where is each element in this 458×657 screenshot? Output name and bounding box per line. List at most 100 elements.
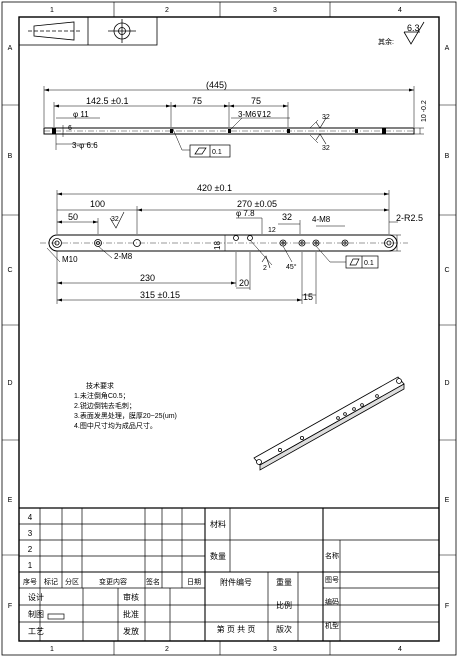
roughness-icon: [109, 211, 125, 229]
isometric-view: [253, 376, 405, 471]
attachment-label: 附件编号: [220, 577, 252, 587]
top-roughness-a: 32: [322, 114, 330, 121]
top-counterbore: 3-φ 6.6: [72, 141, 98, 150]
top-roughness-b: 32: [322, 145, 330, 152]
side-m8: 4-M8: [312, 215, 331, 224]
surface-finish-label: 其余:: [378, 37, 394, 46]
header-date: 日期: [187, 578, 201, 586]
zone-left-b: B: [8, 153, 13, 160]
header-mark: 标记: [44, 577, 58, 586]
check-issue: 发放: [123, 626, 139, 636]
scale-label: 比例: [276, 600, 292, 610]
quantity-label: 数量: [210, 551, 226, 561]
top-thread: 3-M6⊽12: [238, 110, 272, 119]
side-dim-270: 270 ±0.05: [237, 199, 277, 209]
side-dim-100: 100: [90, 199, 105, 209]
surface-finish-value: 6.3: [407, 23, 420, 33]
top-width-dim: 10 -0.2: [421, 100, 428, 122]
zone-left-f: F: [8, 603, 12, 610]
side-h18: 18: [213, 241, 222, 250]
tech-note-4: 4.图中尺寸均为成品尺寸。: [74, 421, 157, 430]
zone-right-d: D: [444, 380, 449, 387]
tech-note-1: 1.未注倒角C0.5；: [74, 391, 130, 400]
top-hole-dia: φ 11: [73, 110, 89, 119]
role-process: 工艺: [28, 627, 44, 636]
side-dim-230: 230: [140, 273, 155, 283]
header-change: 变更内容: [99, 577, 127, 586]
zone-right-f: F: [445, 603, 449, 610]
zone-left-a: A: [8, 45, 13, 52]
side-dim-50: 50: [68, 212, 78, 222]
top-dim-142: 142.5 ±0.1: [86, 96, 128, 106]
tech-note-2: 2.锐边倒钝去毛刺；: [74, 401, 136, 410]
side-view: 420 ±0.1 100 270 ±0.05 50 32 2-R2.5 4-M8…: [40, 183, 423, 304]
rev-row-3: 3: [28, 529, 33, 538]
name-label: 名称: [325, 551, 339, 560]
zone-bottom-4: 4: [398, 646, 402, 653]
role-design: 设计: [28, 592, 44, 602]
surface-finish-icon: [403, 21, 425, 45]
side-d8: φ 7.8: [236, 209, 255, 218]
side-overall-dim: 420 ±0.1: [197, 183, 232, 193]
side-m10: M10: [62, 255, 78, 264]
zone-right-e: E: [445, 497, 450, 504]
zone-bottom-3: 3: [273, 646, 277, 653]
top-height-dim: 6: [68, 125, 72, 132]
zone-bottom-2: 2: [165, 646, 169, 653]
zone-top-3: 3: [273, 7, 277, 14]
side-d32: 32: [282, 212, 292, 222]
version-label: 版次: [276, 624, 292, 634]
unit-label: 机型: [325, 621, 339, 630]
drawing-no-label: 图号: [325, 576, 339, 584]
roughness-icon: [315, 117, 327, 129]
roughness-icon: [315, 133, 327, 145]
side-deg: 45°: [286, 263, 297, 271]
rev-row-1: 1: [28, 561, 33, 570]
zone-bottom-1: 1: [50, 646, 54, 653]
zone-right-c: C: [444, 267, 449, 274]
header-seq: 序号: [23, 577, 37, 586]
zone-top-1: 1: [50, 7, 54, 14]
side-flatness-value: 0.1: [364, 260, 374, 267]
top-dim-75a: 75: [192, 96, 202, 106]
side-roughness: 32: [111, 216, 119, 223]
side-dim-20: 20: [239, 278, 249, 288]
sheets-label: 第 页 共 页: [217, 624, 256, 634]
zone-left-e: E: [8, 497, 13, 504]
top-flatness-value: 0.1: [212, 149, 222, 156]
zone-top-2: 2: [165, 7, 169, 14]
title-block: [19, 507, 439, 641]
header-sign: 签名: [146, 577, 160, 586]
inner-border: [18, 16, 440, 642]
tech-requirements: 技术要求 1.未注倒角C0.5； 2.锐边倒钝去毛刺； 3.表面发黑处理，膜厚2…: [74, 381, 177, 430]
tech-note-3: 3.表面发黑处理，膜厚20~25(um): [74, 411, 177, 420]
check-approve: 批准: [123, 609, 139, 619]
zone-right-a: A: [445, 45, 450, 52]
header-zone: 分区: [65, 577, 79, 586]
zone-top-4: 4: [398, 7, 402, 14]
tech-notes-title: 技术要求: [86, 381, 114, 390]
side-v12: 12: [268, 227, 276, 234]
zone-left-d: D: [7, 380, 12, 387]
top-view: 0.1 (445) 142.5 ±0.1 75 75 φ 11 3-M6⊽12 …: [43, 80, 428, 158]
roughness-icon: [261, 255, 271, 269]
role-draft: 制图: [28, 609, 44, 619]
rev-row-2: 2: [28, 545, 33, 554]
zone-left-c: C: [7, 267, 12, 274]
side-dim-315: 315 ±0.15: [140, 290, 180, 300]
part-no-label: 编码: [325, 597, 339, 606]
top-overall-dim: (445): [206, 80, 227, 90]
flatness-frame: [189, 144, 231, 158]
rev-row-4: 4: [28, 513, 33, 522]
side-dim-15: 15: [303, 292, 313, 302]
check-review: 审核: [123, 592, 139, 602]
side-r25: 2-R2.5: [396, 213, 423, 223]
material-label: 材料: [210, 519, 226, 529]
projection-symbol-icon: [18, 16, 158, 46]
weight-label: 重量: [276, 577, 292, 587]
side-m8b: 2-M8: [114, 252, 133, 261]
zone-right-b: B: [445, 153, 450, 160]
side-angle: 2: [263, 265, 267, 272]
top-dim-75b: 75: [251, 96, 261, 106]
